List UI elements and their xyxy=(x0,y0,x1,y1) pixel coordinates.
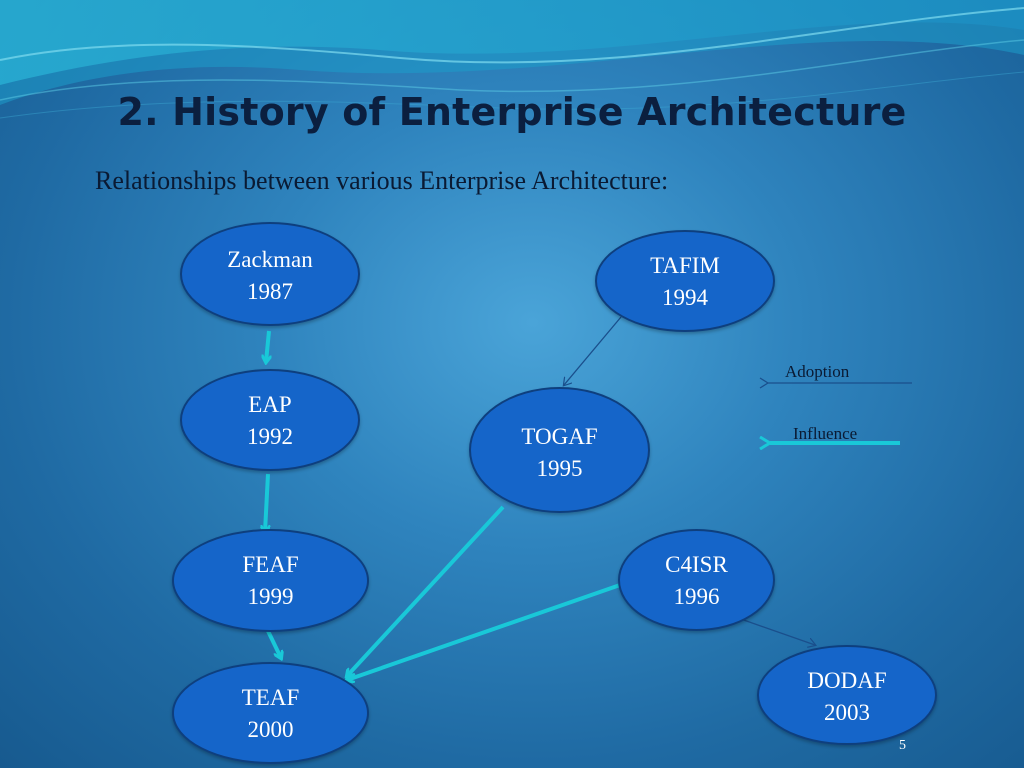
node-eap: EAP 1992 xyxy=(180,369,360,471)
node-eap-year: 1992 xyxy=(247,424,293,449)
node-dodaf-year: 2003 xyxy=(824,700,870,725)
legend-influence-label: Influence xyxy=(793,424,858,443)
node-zackman-year: 1987 xyxy=(247,279,293,304)
node-teaf: TEAF 2000 xyxy=(172,662,369,764)
node-tafim-name: TAFIM xyxy=(650,253,720,278)
edge-togaf-teaf xyxy=(347,505,505,676)
page-title: 2. History of Enterprise Architecture xyxy=(117,90,907,134)
node-c4isr: C4ISR 1996 xyxy=(618,529,775,631)
edge-tafim-togaf xyxy=(564,316,622,385)
node-teaf-year: 2000 xyxy=(247,717,294,742)
edge-eap-feaf xyxy=(265,473,268,532)
header-waves-decoration xyxy=(0,0,1024,119)
edge-feaf-teaf xyxy=(266,630,281,658)
node-zackman: Zackman 1987 xyxy=(180,222,360,326)
edge-c4isr-teaf xyxy=(347,583,621,680)
node-c4isr-year: 1996 xyxy=(673,584,720,609)
node-feaf-year: 1999 xyxy=(247,584,294,609)
node-dodaf-name: DODAF xyxy=(807,668,887,693)
node-feaf: FEAF 1999 xyxy=(172,529,369,632)
edge-zackman-eap xyxy=(266,330,269,362)
page-number: 5 xyxy=(899,738,906,753)
node-togaf-year: 1995 xyxy=(536,456,583,481)
edge-c4isr-dodaf xyxy=(737,617,815,645)
node-togaf-name: TOGAF xyxy=(521,424,598,449)
node-togaf: TOGAF 1995 xyxy=(469,387,650,513)
node-teaf-name: TEAF xyxy=(241,685,300,710)
slide-subtitle: Relationships between various Enterprise… xyxy=(95,166,669,195)
node-zackman-name: Zackman xyxy=(227,247,313,272)
node-c4isr-name: C4ISR xyxy=(665,552,728,577)
legend-adoption-label: Adoption xyxy=(785,362,850,381)
node-feaf-name: FEAF xyxy=(242,552,299,577)
node-tafim-year: 1994 xyxy=(662,285,708,310)
node-tafim: TAFIM 1994 xyxy=(595,230,775,332)
node-eap-name: EAP xyxy=(248,392,292,417)
node-dodaf: DODAF 2003 xyxy=(757,645,937,745)
